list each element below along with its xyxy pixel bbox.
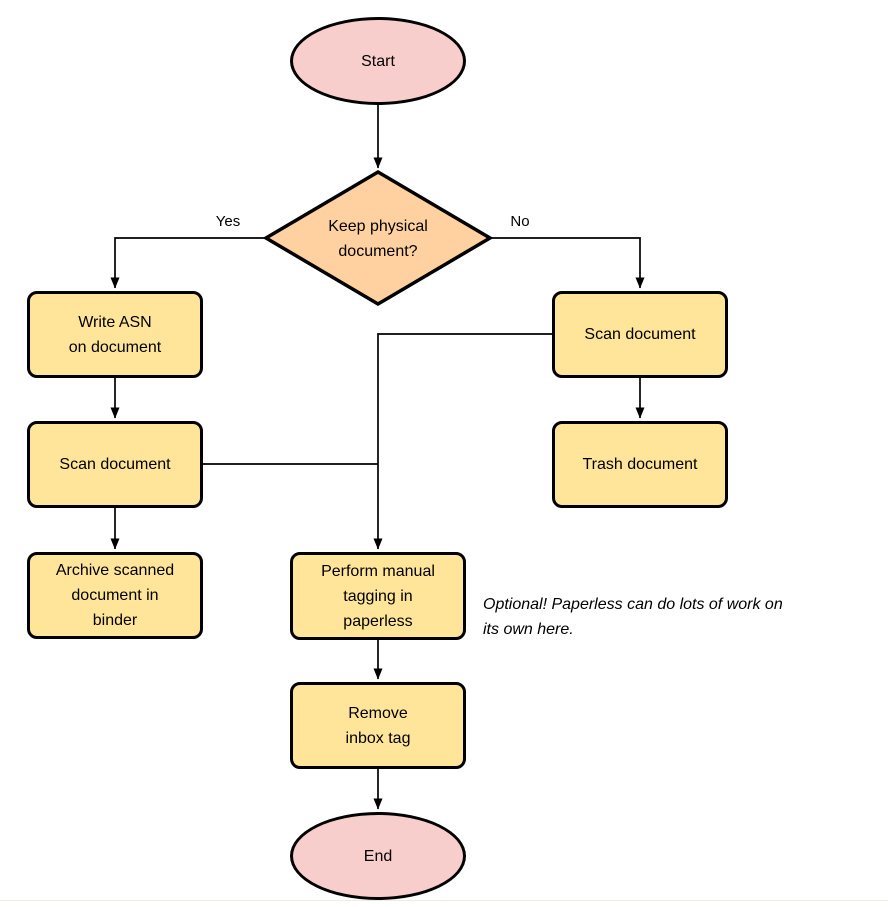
node-remove-inbox-tag-label: Remove inbox tag [345, 704, 411, 747]
edge-label-yes: Yes [215, 213, 241, 230]
node-scan-document-right: Scan document [552, 291, 728, 378]
node-scan-document-left-label: Scan document [59, 456, 171, 473]
note-optional-paperless: Optional! Paperless can do lots of work … [483, 596, 783, 638]
edge-decision-yes-branch [110, 237, 266, 289]
node-scan-document-right-label: Scan document [584, 326, 696, 343]
node-perform-manual-tagging-label: Perform manual tagging in paperless [321, 562, 435, 630]
node-perform-manual-tagging: Perform manual tagging in paperless [290, 552, 466, 640]
node-write-asn: Write ASN on document [27, 291, 203, 378]
node-decision-label: Keep physical document? [328, 218, 428, 260]
edge-decision-no-branch [490, 237, 645, 289]
edge-scanright-to-tagging [373, 333, 552, 550]
node-end-label: End [363, 847, 393, 865]
node-scan-document-left: Scan document [27, 421, 203, 508]
edge-label-no: No [510, 213, 530, 230]
node-trash-document: Trash document [552, 421, 728, 508]
bottom-divider [0, 900, 888, 901]
node-archive-binder-label: Archive scanned document in binder [55, 562, 175, 629]
node-end: End [290, 812, 466, 900]
node-start-label: Start [361, 52, 395, 70]
node-archive-binder: Archive scanned document in binder [27, 552, 203, 639]
decision-diamond-shape [262, 169, 494, 307]
node-start: Start [290, 17, 466, 105]
node-remove-inbox-tag: Remove inbox tag [290, 682, 466, 769]
node-trash-document-label: Trash document [582, 456, 698, 473]
node-write-asn-label: Write ASN on document [68, 313, 162, 356]
